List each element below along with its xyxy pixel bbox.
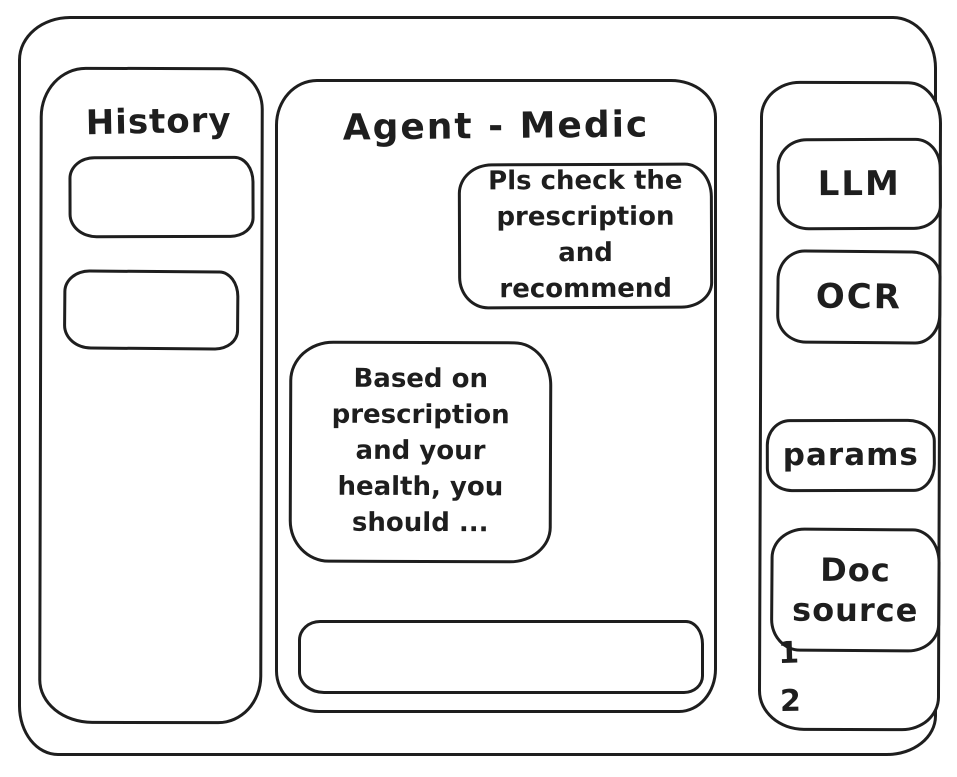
llm-button[interactable]: LLM [776, 137, 942, 231]
user-message-bubble: Pls check the prescription and recommend [457, 162, 714, 310]
params-button[interactable]: params [765, 418, 936, 493]
history-title: History [85, 100, 233, 144]
history-item-2[interactable] [62, 269, 240, 351]
doc-source-item-1[interactable]: 1 [777, 635, 800, 672]
assistant-message-text: Based on prescription and your health, y… [331, 364, 510, 539]
app-window-frame: History Agent - Medic Pls check the pres… [18, 16, 943, 756]
history-panel: History [38, 66, 264, 725]
doc-source-item-2[interactable]: 2 [779, 683, 802, 719]
user-message-text: Pls check the prescription and recommend [488, 165, 683, 305]
tools-panel: LLM OCR params Doc source 1 2 [757, 80, 943, 732]
assistant-message-bubble: Based on prescription and your health, y… [288, 340, 553, 564]
chat-title: Agent - Medic [342, 104, 650, 149]
ocr-button[interactable]: OCR [775, 249, 942, 345]
doc-source-button[interactable]: Doc source [769, 527, 941, 653]
chat-panel: Agent - Medic Pls check the prescription… [275, 79, 717, 713]
message-input[interactable] [298, 620, 704, 694]
history-item-1[interactable] [68, 155, 255, 239]
